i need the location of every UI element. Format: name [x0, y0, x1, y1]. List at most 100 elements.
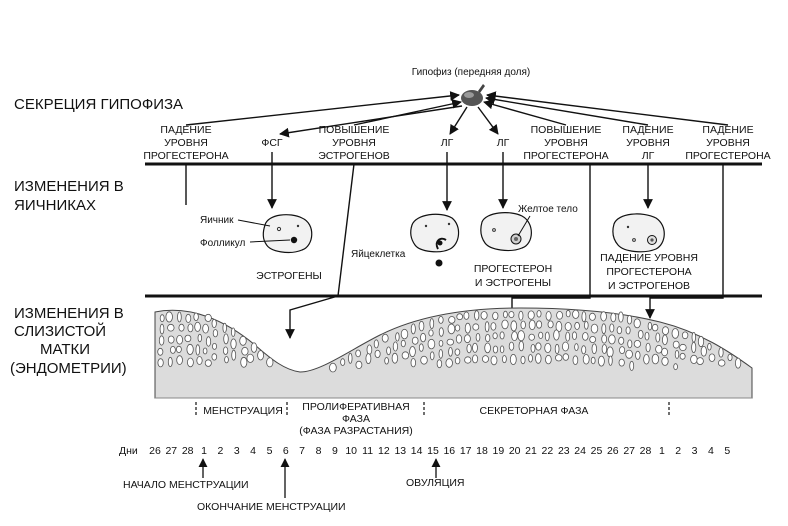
gland-shape	[697, 335, 705, 348]
gland-shape	[572, 331, 578, 341]
gland-shape	[598, 355, 605, 367]
gland-shape	[384, 357, 389, 365]
gland-shape	[691, 341, 697, 353]
label-corpus-luteum: Желтое тело	[518, 204, 578, 215]
gland-shape	[329, 362, 337, 373]
gland-shape	[395, 332, 400, 342]
gland-shape	[169, 345, 176, 354]
gland-shape	[246, 353, 255, 363]
gland-shape	[544, 331, 550, 342]
follicle-icon	[290, 236, 298, 244]
gland-shape	[211, 353, 218, 361]
day-number: 3	[692, 445, 698, 457]
gland-shape	[186, 357, 194, 368]
gland-shape	[637, 329, 644, 339]
gland-shape	[167, 323, 175, 332]
gland-shape	[176, 355, 183, 365]
phase-proliferative-1: ПРОЛИФЕРАТИВНАЯ	[302, 401, 409, 413]
day-number: 28	[640, 445, 652, 457]
gland-shape	[184, 334, 192, 343]
gland-shape	[409, 346, 416, 358]
gland-shape	[554, 343, 560, 355]
svg-text:ПАДЕНИЕ: ПАДЕНИЕ	[160, 124, 211, 136]
label-fall-prog-estr-3: И ЭСТРОГЕНОВ	[608, 280, 690, 292]
day-number: 14	[411, 445, 423, 457]
gland-shape	[420, 332, 427, 343]
day-number: 4	[708, 445, 714, 457]
gland-shape	[589, 312, 596, 321]
gland-shape	[619, 346, 626, 355]
gland-shape	[609, 323, 615, 333]
hormone-label-progesterone-rise: ПОВЫШЕНИЕ УРОВНЯ ПРОГЕСТЕРОНА	[523, 124, 608, 162]
gland-shape	[196, 356, 203, 365]
gland-shape	[700, 345, 707, 357]
gland-shape	[499, 345, 505, 354]
gland-shape	[673, 363, 678, 371]
gland-shape	[223, 346, 229, 355]
gland-shape	[492, 332, 498, 340]
svg-text:УРОВНЯ: УРОВНЯ	[706, 137, 750, 149]
gland-shape	[565, 331, 571, 342]
gland-shape	[651, 323, 659, 332]
gland-shape	[581, 345, 587, 355]
gland-shape	[608, 334, 616, 345]
day-number: 1	[201, 445, 207, 457]
gland-shape	[633, 339, 642, 348]
gland-shape	[535, 353, 542, 364]
gland-shape	[520, 355, 526, 365]
gland-shape	[528, 319, 536, 331]
day-number: 9	[332, 445, 338, 457]
svg-text:ИЗМЕНЕНИЯ В: ИЗМЕНЕНИЯ В	[14, 305, 124, 322]
svg-text:ЯИЧНИКАХ: ЯИЧНИКАХ	[14, 197, 96, 214]
gland-shape	[734, 357, 742, 369]
gland-shape	[562, 353, 569, 361]
day-number: 12	[378, 445, 390, 457]
gland-shape	[635, 350, 641, 360]
gland-shape	[472, 342, 478, 353]
gland-shape	[679, 343, 687, 352]
gland-shape	[197, 333, 202, 343]
label-follicle: Фолликул	[200, 238, 245, 249]
gland-shape	[502, 310, 508, 319]
day-number: 21	[525, 445, 537, 457]
gland-shape	[250, 342, 258, 353]
gland-shape	[645, 342, 651, 353]
label-fall-prog-estr-1: ПАДЕНИЕ УРОВНЯ	[600, 252, 698, 264]
svg-text:СЕКРЕЦИЯ ГИПОФИЗА: СЕКРЕЦИЯ ГИПОФИЗА	[14, 96, 183, 113]
hormone-label-lh-1: ЛГ	[441, 137, 454, 149]
gland-shape	[625, 326, 631, 335]
gland-shape	[553, 329, 560, 341]
gland-shape	[438, 315, 444, 324]
day-number: 23	[558, 445, 570, 457]
section-title-ovaries: ИЗМЕНЕНИЯ В ЯИЧНИКАХ	[14, 178, 124, 214]
gland-shape	[195, 344, 201, 356]
gland-shape	[707, 342, 712, 351]
day-number: 4	[250, 445, 256, 457]
label-prog-estr-1: ПРОГЕСТЕРОН	[474, 263, 552, 275]
gland-shape	[718, 347, 724, 358]
gland-shape	[445, 358, 453, 368]
gland-shape	[463, 311, 470, 320]
gland-shape	[485, 333, 491, 343]
gland-shape	[518, 310, 524, 321]
gland-shape	[240, 356, 248, 368]
gland-shape	[448, 316, 456, 324]
gland-shape	[212, 329, 218, 338]
gland-shape	[231, 349, 237, 361]
gland-shape	[211, 318, 217, 328]
gland-shape	[202, 347, 208, 355]
svg-text:УРОВНЯ: УРОВНЯ	[332, 137, 376, 149]
gland-shape	[410, 323, 416, 335]
gland-shape	[438, 327, 444, 337]
gland-shape	[185, 313, 192, 323]
hormone-label-progesterone-fall-1: ПАДЕНИЕ УРОВНЯ ПРОГЕСТЕРОНА	[143, 124, 228, 162]
gland-shape	[564, 322, 572, 331]
phase-secretory: СЕКРЕТОРНАЯ ФАЗА	[480, 405, 589, 417]
svg-text:ЛГ: ЛГ	[497, 137, 510, 149]
gland-shape	[708, 353, 716, 362]
gland-shape	[618, 358, 625, 367]
gland-shape	[536, 310, 542, 318]
gland-shape	[266, 357, 274, 368]
gland-shape	[447, 323, 456, 335]
